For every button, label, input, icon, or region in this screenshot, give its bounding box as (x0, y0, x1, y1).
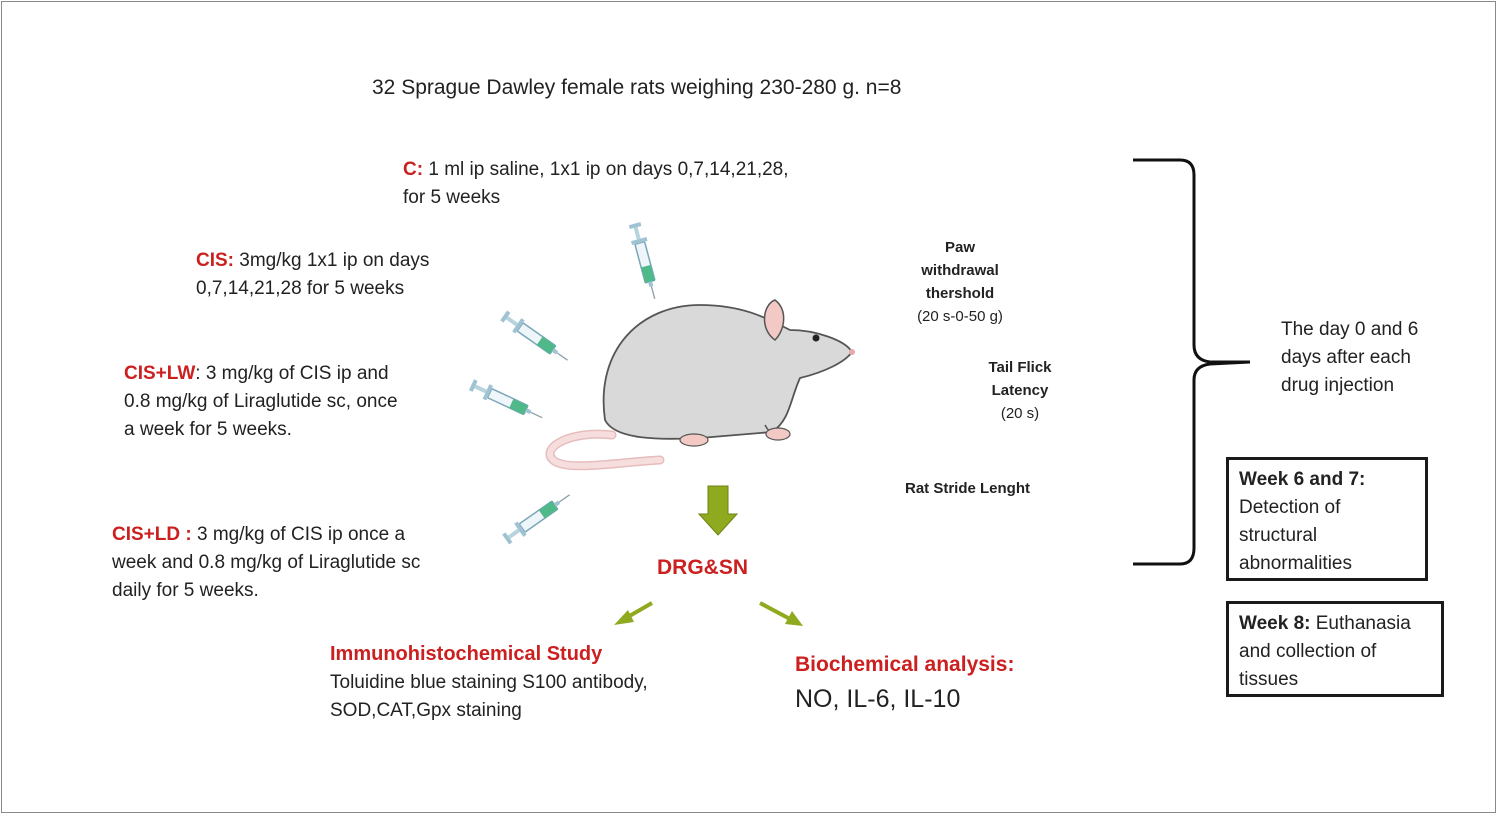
immuno-line-1: Toluidine blue staining S100 antibody, (330, 672, 648, 693)
biochem-section: Biochemical analysis: NO, IL-6, IL-10 (795, 651, 1014, 718)
week-6-7-line-1: Detection of (1239, 497, 1341, 518)
group-cis-ld-line-2: week and 0.8 mg/kg of Liraglutide sc (112, 552, 421, 573)
test-paw-detail: (20 s-0-50 g) (917, 308, 1003, 325)
group-cis-label: CIS: (196, 250, 234, 271)
curly-brace (1133, 158, 1251, 566)
group-cis-ld: CIS+LD : 3 mg/kg of CIS ip once a week a… (112, 521, 420, 605)
group-cis-line-2: 0,7,14,21,28 for 5 weeks (196, 278, 405, 299)
week-8-box: Week 8: Euthanasia and collection of tis… (1226, 601, 1444, 697)
rat-icon (545, 299, 855, 471)
group-cis-ld-line-1: 3 mg/kg of CIS ip once a (196, 524, 406, 545)
timing-line-1: The day 0 and 6 (1281, 319, 1419, 340)
syringe-icon-3 (467, 376, 547, 426)
week-8-line-1: Euthanasia (1315, 613, 1411, 634)
immuno-line-2: SOD,CAT,Gpx staining (330, 700, 522, 721)
test-paw-line-3: thershold (925, 285, 995, 302)
immuno-section: Immunohistochemical Study Toluidine blue… (330, 640, 648, 725)
test-stride: Rat Stride Lenght (904, 480, 1030, 497)
group-cis-lw: CIS+LW: 3 mg/kg of CIS ip and 0.8 mg/kg … (124, 360, 398, 444)
group-cis-lw-label: CIS+LW (124, 363, 196, 384)
down-arrow (697, 485, 739, 536)
test-tail: Tail Flick Latency (20 s) (970, 356, 1070, 425)
biochem-heading: Biochemical analysis: (795, 653, 1015, 676)
arrow-to-biochem (759, 601, 803, 626)
week-8-heading: Week 8: (1239, 613, 1311, 634)
test-tail-line-1: Tail Flick (988, 359, 1052, 376)
diagram-title: 32 Sprague Dawley female rats weighing 2… (372, 76, 902, 99)
group-c-label: C: (403, 159, 424, 180)
week-6-7-heading: Week 6 and 7: (1239, 469, 1366, 490)
group-c-line-2: for 5 weeks (403, 187, 501, 208)
group-cis-lw-line-1: : 3 mg/kg of CIS ip and (195, 363, 389, 384)
week-6-7-line-3: abnormalities (1239, 553, 1352, 574)
syringe-icon-2 (498, 308, 573, 368)
group-cis-line-1: 3mg/kg 1x1 ip on days (239, 250, 430, 271)
timing-line-3: drug injection (1281, 375, 1395, 396)
test-paw-line-2: withdrawal (921, 262, 999, 279)
test-paw-line-1: Paw (944, 239, 975, 256)
timing-line-2: days after each (1281, 347, 1411, 368)
group-cis-lw-line-2: 0.8 mg/kg of Liraglutide sc, once (124, 391, 398, 412)
group-cis-ld-line-3: daily for 5 weeks. (112, 580, 259, 601)
arrow-to-immuno (614, 601, 653, 625)
timing-note: The day 0 and 6 days after each drug inj… (1281, 316, 1418, 400)
group-cis-lw-line-3: a week for 5 weeks. (124, 419, 292, 440)
week-8-line-3: tissues (1239, 669, 1299, 690)
syringe-icon-4 (500, 487, 575, 547)
test-paw: Paw withdrawal thershold (20 s-0-50 g) (900, 236, 1020, 328)
test-tail-line-2: Latency (991, 382, 1049, 399)
week-6-7-line-2: structural (1239, 525, 1318, 546)
immuno-heading: Immunohistochemical Study (330, 643, 603, 665)
group-cis: CIS: 3mg/kg 1x1 ip on days 0,7,14,21,28 … (196, 247, 429, 303)
syringe-icon-1 (626, 220, 664, 302)
biochem-markers: NO, IL-6, IL-10 (795, 685, 961, 713)
week-6-7-box: Week 6 and 7: Detection of structural ab… (1226, 457, 1428, 581)
group-c: C: 1 ml ip saline, 1x1 ip on days 0,7,14… (403, 156, 789, 212)
group-cis-ld-label: CIS+LD : (112, 524, 192, 545)
test-tail-detail: (20 s) (1000, 405, 1040, 422)
tissue-label: DRG&SN (657, 556, 749, 579)
week-8-line-2: and collection of (1239, 641, 1377, 662)
group-c-line-1: 1 ml ip saline, 1x1 ip on days 0,7,14,21… (428, 159, 789, 180)
